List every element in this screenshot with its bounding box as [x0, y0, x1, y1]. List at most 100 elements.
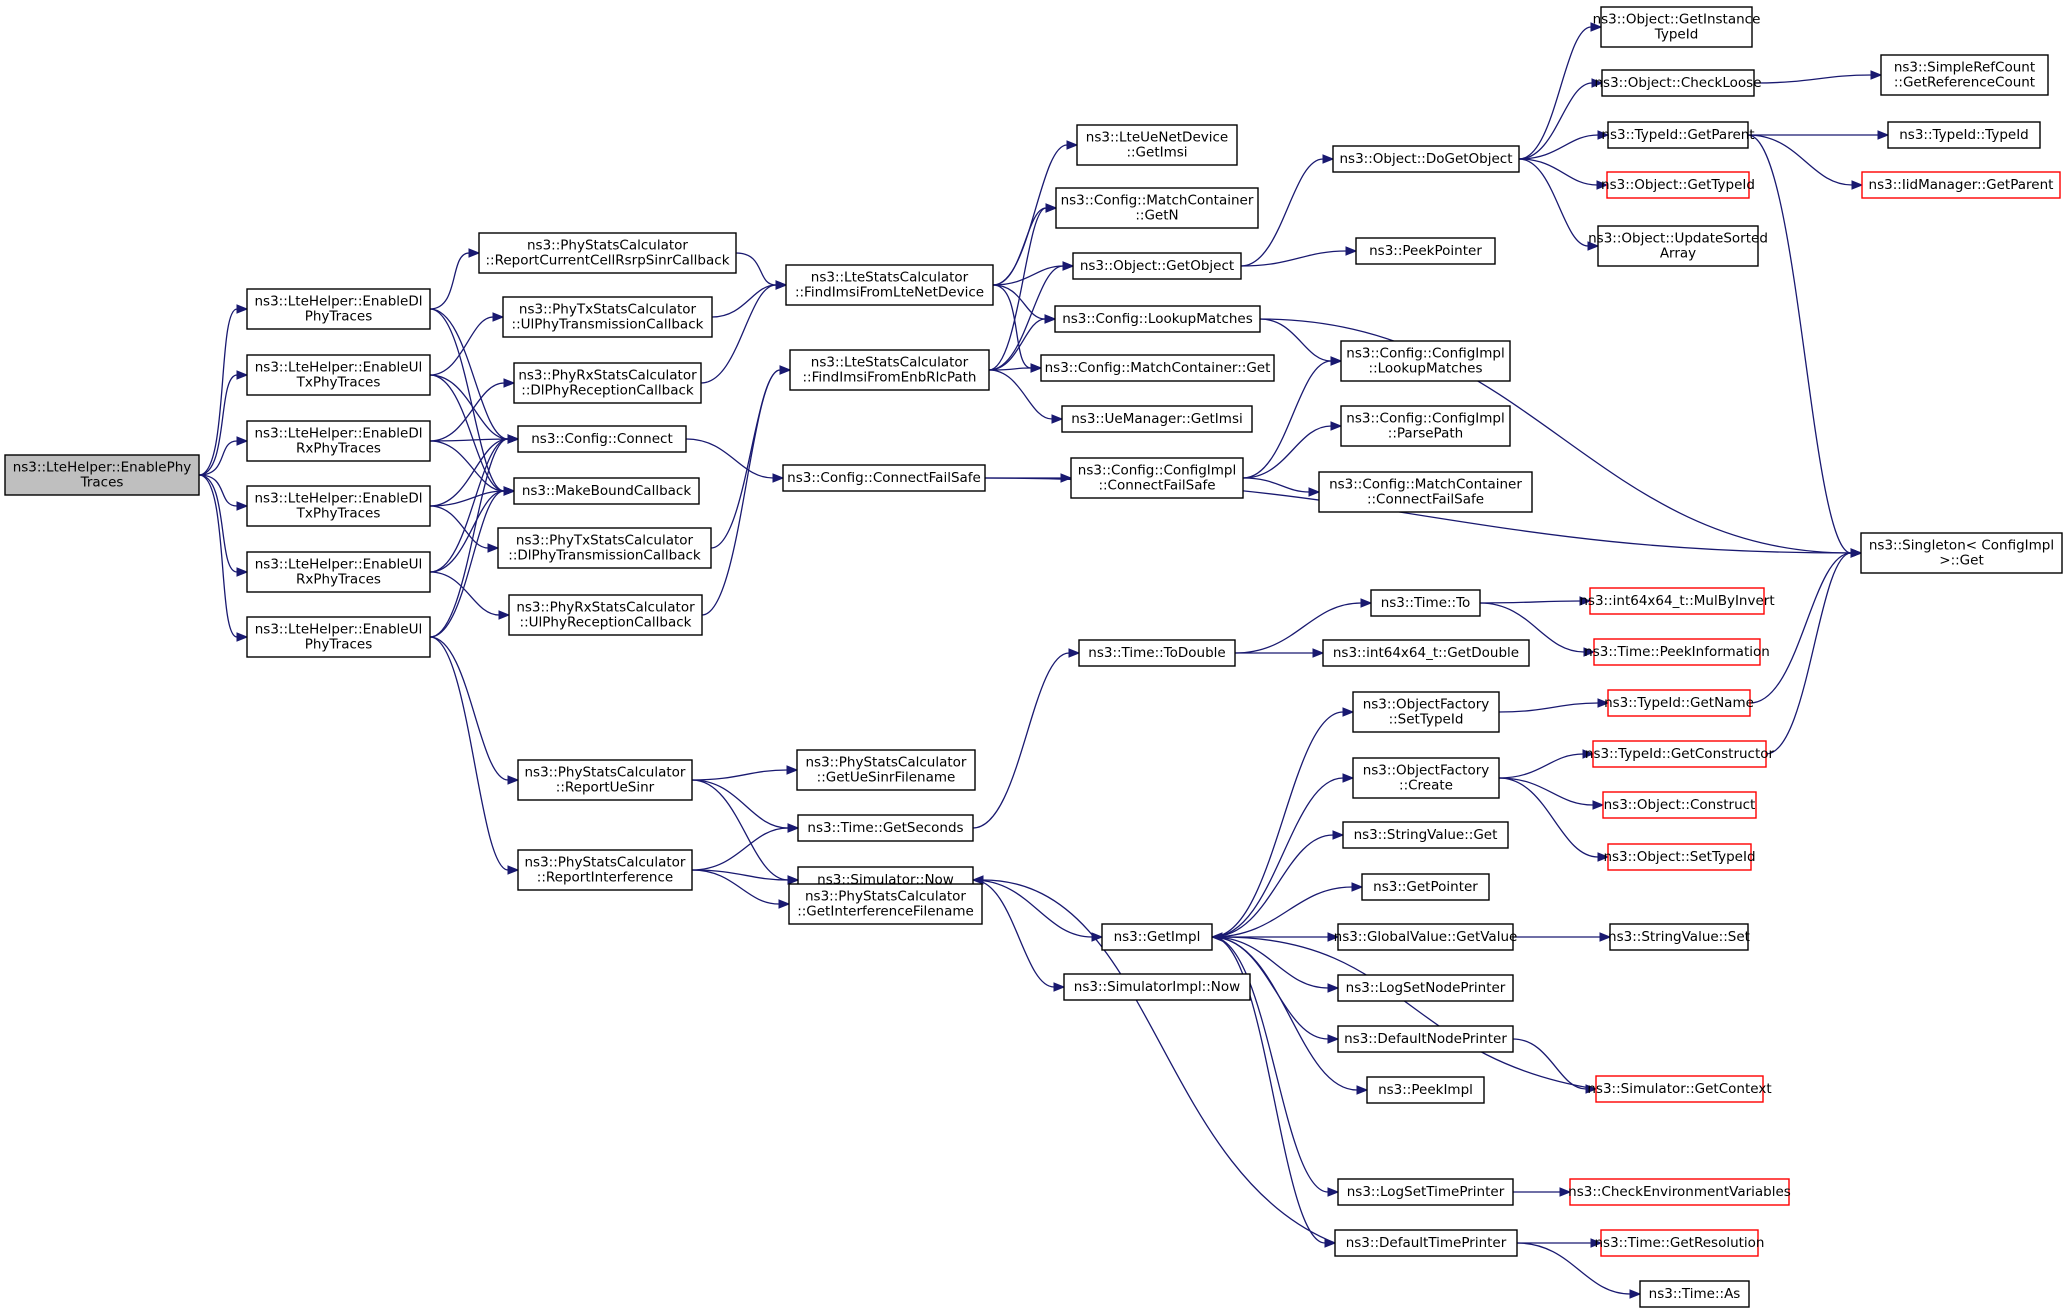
edge-arrowhead: [1066, 140, 1079, 150]
node-ueMgrGetImsi[interactable]: ns3::UeManager::GetImsi: [1061, 405, 1253, 433]
node-logSetNode[interactable]: ns3::LogSetNodePrinter: [1337, 974, 1514, 1002]
node-cfgFailSafe[interactable]: ns3::Config::ConnectFailSafe: [782, 464, 986, 492]
node-repInterf[interactable]: ns3::PhyStatsCalculator::ReportInterfere…: [517, 849, 693, 891]
edge-simNow-to-getImpl: [972, 879, 1104, 942]
node-label: ::ReportInterference: [537, 870, 673, 886]
node-label: ns3::StringValue::Set: [1608, 929, 1750, 945]
node-svGet[interactable]: ns3::StringValue::Get: [1342, 821, 1509, 849]
node-objConstruct[interactable]: ns3::Object::Construct: [1602, 791, 1757, 819]
edge-arrowhead: [1322, 154, 1335, 164]
node-tidGetCtor[interactable]: ns3::TypeId::GetConstructor: [1585, 740, 1775, 768]
node-doGetObject[interactable]: ns3::Object::DoGetObject: [1332, 145, 1520, 173]
node-findNetDev[interactable]: ns3::LteStatsCalculator::FindImsiFromLte…: [785, 264, 994, 306]
edge-arrowhead: [492, 312, 505, 322]
edge-enUlTx-to-mkBound: [429, 374, 516, 496]
node-ulPhyTx[interactable]: ns3::PhyTxStatsCalculator::UlPhyTransmis…: [502, 296, 713, 338]
edge-arrowhead: [1597, 130, 1610, 140]
node-repRsrp[interactable]: ns3::PhyStatsCalculator::ReportCurrentCe…: [478, 232, 737, 274]
node-timeGetRes[interactable]: ns3::Time::GetResolution: [1594, 1229, 1765, 1257]
node-timeTo[interactable]: ns3::Time::To: [1370, 589, 1481, 617]
node-box: [517, 425, 687, 453]
node-svSet[interactable]: ns3::StringValue::Set: [1608, 923, 1750, 951]
node-cfgLookup[interactable]: ns3::Config::LookupMatches: [1054, 305, 1261, 333]
node-mcFailSafe[interactable]: ns3::Config::MatchContainer::ConnectFail…: [1318, 471, 1533, 513]
node-i64GetDouble[interactable]: ns3::int64x64_t::GetDouble: [1322, 639, 1530, 667]
node-getSeconds[interactable]: ns3::Time::GetSeconds: [797, 814, 974, 842]
node-dlPhyRx[interactable]: ns3::PhyRxStatsCalculator::DlPhyReceptio…: [513, 362, 702, 404]
node-box: [246, 420, 431, 462]
node-checkEnv[interactable]: ns3::CheckEnvironmentVariables: [1568, 1178, 1791, 1206]
node-iidGetParent[interactable]: ns3::IidManager::GetParent: [1861, 171, 2061, 199]
node-label: ::ReportCurrentCellRsrpSinrCallback: [485, 253, 729, 269]
edge-line: [1211, 936, 1358, 1091]
node-gvGetValue[interactable]: ns3::GlobalValue::GetValue: [1334, 923, 1518, 951]
node-simGetCtx[interactable]: ns3::Simulator::GetContext: [1587, 1075, 1772, 1103]
node-cfgConnect[interactable]: ns3::Config::Connect: [517, 425, 687, 453]
edge-line: [198, 474, 238, 573]
node-peekInfo[interactable]: ns3::Time::PeekInformation: [1584, 638, 1770, 666]
node-label: ns3::PeekPointer: [1369, 243, 1482, 259]
edge-line: [1498, 777, 1599, 858]
edge-line: [992, 284, 1046, 320]
edge-line: [1518, 158, 1589, 247]
node-implFailSafe[interactable]: ns3::Config::ConfigImpl::ConnectFailSafe: [1070, 457, 1244, 499]
edge-arrowhead: [1327, 983, 1340, 993]
node-mkBound[interactable]: ns3::MakeBoundCallback: [513, 477, 700, 505]
node-timeToDouble[interactable]: ns3::Time::ToDouble: [1078, 639, 1236, 667]
edge-simGetCtx-to-getImpl: [1210, 932, 1597, 1090]
node-getImpl[interactable]: ns3::GetImpl: [1101, 923, 1213, 951]
node-tidGetParent[interactable]: ns3::TypeId::GetParent: [1601, 121, 1755, 149]
node-objSetTypeId[interactable]: ns3::Object::SetTypeId: [1603, 843, 1756, 871]
node-singletonGet[interactable]: ns3::Singleton< ConfigImpl >::Get: [1860, 532, 2063, 574]
edge-line: [1240, 250, 1347, 267]
node-implLookup[interactable]: ns3::Config::ConfigImpl::LookupMatches: [1340, 340, 1511, 382]
node-ulPhyRx[interactable]: ns3::PhyRxStatsCalculator::UlPhyReceptio…: [508, 594, 703, 636]
edge-arrowhead: [1356, 1085, 1369, 1095]
node-defTime[interactable]: ns3::DefaultTimePrinter: [1334, 1229, 1518, 1257]
node-timeAs[interactable]: ns3::Time::As: [1639, 1280, 1750, 1308]
node-getUeSinrFn[interactable]: ns3::PhyStatsCalculator::GetUeSinrFilena…: [796, 749, 976, 791]
node-implParse[interactable]: ns3::Config::ConfigImpl::ParsePath: [1340, 405, 1511, 447]
node-mulByInvert[interactable]: ns3::int64x64_t::MulByInvert: [1579, 587, 1775, 615]
node-ofSetTypeId[interactable]: ns3::ObjectFactory::SetTypeId: [1352, 691, 1500, 733]
node-getInterfFn[interactable]: ns3::PhyStatsCalculator::GetInterference…: [788, 883, 983, 925]
edge-defTime-to-timeAs: [1516, 1242, 1642, 1299]
node-peekPointer[interactable]: ns3::PeekPointer: [1355, 237, 1496, 265]
node-tidTypeId[interactable]: ns3::TypeId::TypeId: [1887, 121, 2041, 149]
node-repUeSinr[interactable]: ns3::PhyStatsCalculator::ReportUeSinr: [517, 759, 693, 801]
edge-enDlTx-to-dlPhyTx: [429, 505, 500, 553]
node-dlPhyTx[interactable]: ns3::PhyTxStatsCalculator::DlPhyTransmis…: [497, 527, 712, 569]
node-objGetTypeId[interactable]: ns3::Object::GetTypeId: [1601, 171, 1755, 199]
node-mcGet[interactable]: ns3::Config::MatchContainer::Get: [1040, 354, 1275, 382]
node-objGetObject[interactable]: ns3::Object::GetObject: [1072, 252, 1242, 280]
node-defNode[interactable]: ns3::DefaultNodePrinter: [1337, 1025, 1514, 1053]
node-findEnb[interactable]: ns3::LteStatsCalculator::FindImsiFromEnb…: [789, 349, 990, 391]
edge-arrowhead: [1327, 1034, 1340, 1044]
node-mcGetN[interactable]: ns3::Config::MatchContainer::GetN: [1055, 187, 1259, 229]
node-ueGetImsi[interactable]: ns3::LteUeNetDevice::GetImsi: [1076, 124, 1238, 166]
node-srcGetRef[interactable]: ns3::SimpleRefCount::GetReferenceCount: [1880, 54, 2049, 96]
edge-arrowhead: [498, 610, 511, 620]
edge-findNetDev-to-objGetObject: [992, 261, 1075, 286]
node-simImplNow[interactable]: ns3::SimulatorImpl::Now: [1063, 973, 1251, 1001]
node-tidGetName[interactable]: ns3::TypeId::GetName: [1604, 689, 1754, 717]
node-peekImpl[interactable]: ns3::PeekImpl: [1366, 1076, 1485, 1104]
node-getPointer[interactable]: ns3::GetPointer: [1361, 873, 1490, 901]
node-ofCreate[interactable]: ns3::ObjectFactory::Create: [1352, 757, 1500, 799]
node-objCheckLoose[interactable]: ns3::Object::CheckLoose: [1594, 69, 1762, 97]
edge-repInterf-to-simNow: [691, 869, 800, 885]
node-label: ns3::Config::MatchContainer::Get: [1045, 360, 1271, 376]
edge-line: [1518, 158, 1598, 186]
node-box: [1337, 974, 1514, 1002]
edge-line: [711, 284, 777, 318]
node-logSetTime[interactable]: ns3::LogSetTimePrinter: [1337, 1178, 1514, 1206]
